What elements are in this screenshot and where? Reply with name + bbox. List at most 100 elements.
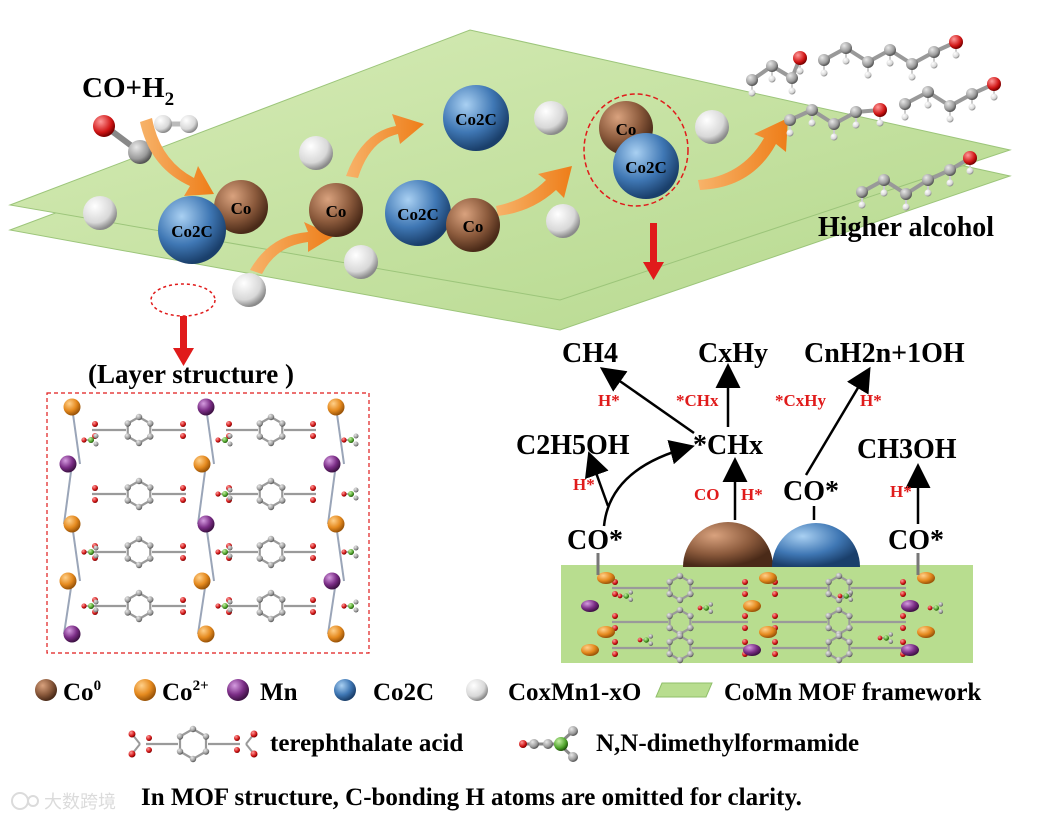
- co2plus-node: [327, 625, 345, 643]
- comnox-sphere: [83, 196, 117, 230]
- comnox-sphere: [695, 110, 729, 144]
- co2plus-node: [327, 515, 345, 533]
- h-atom: [808, 119, 816, 127]
- legend-dmf-icon: [519, 726, 578, 762]
- h-atom: [820, 69, 828, 77]
- h-atom: [852, 121, 860, 129]
- h-atom: [946, 179, 954, 187]
- co2plus-node: [63, 515, 81, 533]
- co2plus-node: [193, 572, 211, 590]
- arrow-3: [346, 114, 424, 178]
- co2plus-node: [59, 572, 77, 590]
- ch3oh-label: CH3OH: [857, 434, 957, 465]
- h-star-label: H*: [741, 485, 763, 504]
- mn-node: [197, 398, 215, 416]
- legend-framework-icon: [655, 682, 713, 698]
- chx-label: *CHx: [693, 430, 763, 461]
- layer-highlight: [150, 283, 216, 317]
- h-atom: [966, 167, 974, 175]
- h-atom: [990, 93, 998, 101]
- c-atom: [928, 46, 940, 58]
- legend-mn-icon: [227, 679, 249, 701]
- co-sphere: [309, 183, 363, 237]
- svg-text:Co2C: Co2C: [625, 158, 667, 177]
- svg-text:Co2+: Co2+: [162, 678, 209, 706]
- h-atom: [902, 203, 910, 211]
- cxhy-label: CxHy: [698, 338, 768, 369]
- plate-upper: [8, 29, 1012, 301]
- c-atom: [899, 98, 911, 110]
- arrow-2: [250, 222, 334, 274]
- h-atom: [842, 57, 850, 65]
- c-atom: [786, 72, 798, 84]
- svg-text:CoMn MOF framework: CoMn MOF framework: [724, 679, 981, 706]
- c-atom: [906, 58, 918, 70]
- svg-text:Co2C: Co2C: [455, 110, 497, 129]
- h-atom: [796, 67, 804, 75]
- h-atom: [830, 133, 838, 141]
- co-h2-molecules: [93, 115, 198, 164]
- mn-node: [59, 455, 77, 473]
- c2h5oh-label: C2H5OH: [516, 430, 630, 461]
- h-atom: [924, 189, 932, 197]
- o-atom: [793, 51, 807, 65]
- c-atom: [900, 188, 912, 200]
- co-star-left: CO*: [567, 525, 623, 556]
- c-atom: [856, 186, 868, 198]
- c-atom: [944, 164, 956, 176]
- ch4-label: CH4: [562, 338, 618, 369]
- c-atom: [878, 174, 890, 186]
- co-star-middle: CO*: [783, 476, 839, 507]
- co-red-label: CO: [694, 485, 720, 504]
- watermark: 大数跨境: [11, 792, 116, 813]
- hydrogen-atom: [154, 115, 172, 133]
- comnox-sphere: [546, 204, 580, 238]
- c-atom: [784, 114, 796, 126]
- h-atom: [886, 59, 894, 67]
- co2c-half-sphere: [772, 523, 860, 567]
- mn-node: [63, 625, 81, 643]
- footnote: In MOF structure, C-bonding H atoms are …: [141, 784, 802, 811]
- svg-text:N,N-dimethylformamide: N,N-dimethylformamide: [596, 730, 859, 757]
- c-atom: [944, 100, 956, 112]
- h-atom: [968, 103, 976, 111]
- layer-structure-title: (Layer structure ): [88, 359, 294, 389]
- o-atom: [987, 77, 1001, 91]
- h-atom: [876, 119, 884, 127]
- c-atom: [806, 104, 818, 116]
- h-star-label: H*: [573, 475, 595, 494]
- catalyst-particles: Co Co2C Co Co2C Co Co2C Co Co2C: [150, 85, 689, 317]
- svg-text:Co: Co: [463, 217, 484, 236]
- h-atom: [858, 201, 866, 209]
- carbon-atom: [128, 140, 152, 164]
- h-star-label: H*: [860, 391, 882, 410]
- h-atom: [786, 129, 794, 137]
- h-star-label: H*: [890, 482, 912, 501]
- svg-text:Co0: Co0: [63, 678, 101, 706]
- c-atom: [966, 88, 978, 100]
- mof-framework-detail: [581, 572, 944, 664]
- co2plus-node: [193, 455, 211, 473]
- o-atom: [949, 35, 963, 49]
- co2plus-node: [197, 625, 215, 643]
- o-atom: [873, 103, 887, 117]
- h-atom: [768, 75, 776, 83]
- h-atom: [748, 89, 756, 97]
- h-atom: [946, 115, 954, 123]
- c-atom: [746, 74, 758, 86]
- mn-node: [323, 572, 341, 590]
- layer-structure-frame: [46, 392, 370, 654]
- comnox-sphere: [344, 245, 378, 279]
- alcohol-molecules: [746, 35, 1001, 211]
- h-atom: [788, 87, 796, 95]
- h-atom: [908, 73, 916, 81]
- co-half-sphere: [683, 522, 773, 567]
- legend-co2plus-icon: [134, 679, 156, 701]
- co-sphere: [446, 198, 500, 252]
- process-arrows: [140, 114, 788, 274]
- comnox-sphere: [299, 136, 333, 170]
- c-atom: [828, 118, 840, 130]
- legend: Co0 Co2+ Mn Co2C CoxMn1-xO CoMn MOF fram…: [35, 678, 981, 763]
- c-atom: [818, 54, 830, 66]
